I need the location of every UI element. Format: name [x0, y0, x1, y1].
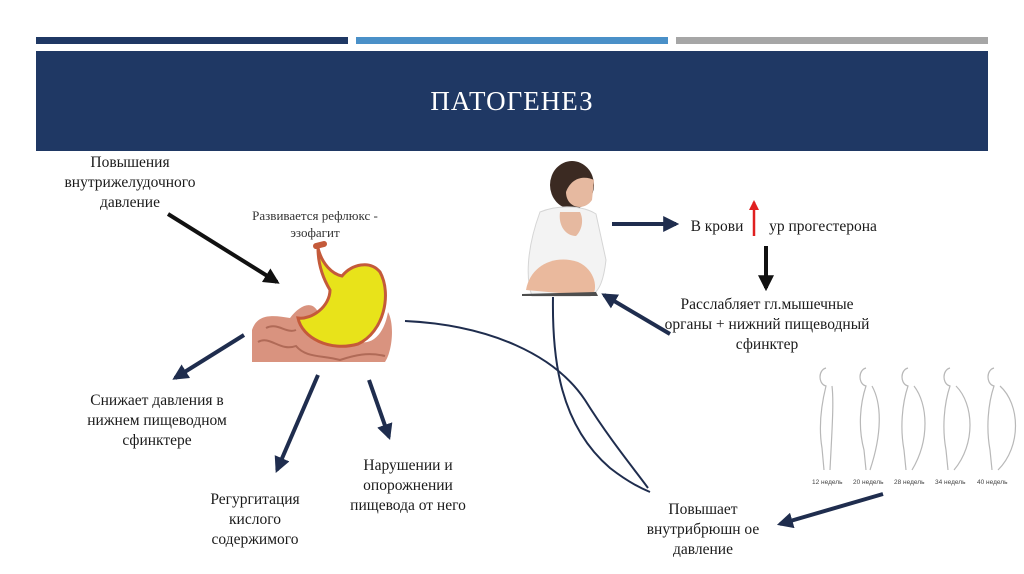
- week-label-40: 40 недель: [977, 479, 1008, 486]
- label-reflux-esophagitis: Развивается рефлюкс - эзофагит: [252, 208, 378, 240]
- top-stripe-gray: [676, 37, 988, 44]
- label-blood-prefix: В крови: [690, 218, 744, 235]
- top-stripe-navy: [36, 37, 348, 44]
- top-stripe-blue: [356, 37, 668, 44]
- arrow-pressure-to-stomach: [166, 212, 280, 284]
- arrow-to-disorders: [367, 379, 393, 441]
- arrow-to-regurgitation: [274, 374, 320, 473]
- title-banner: ПАТОГЕНЕЗ: [36, 51, 988, 151]
- stomach-illustration: [252, 241, 392, 362]
- label-abdominal-pressure: Повышает внутрибрюшн ое давление: [646, 501, 760, 558]
- week-label-20: 20 недель: [853, 479, 884, 486]
- curve-woman-to-abdominal-pressure: [551, 296, 651, 493]
- curve-stomach-to-abdominal-pressure: [404, 320, 649, 489]
- arrow-to-sphincter-pressure: [172, 333, 246, 380]
- week-label-34: 34 недель: [935, 479, 966, 486]
- label-relaxes-muscles: Расслабляет гл.мышечные органы + нижний …: [664, 296, 870, 353]
- label-sphincter-pressure: Снижает давления в нижнем пищеводном сфи…: [87, 392, 227, 449]
- arrow-silhouettes-to-abdominal-pressure: [776, 492, 884, 529]
- label-progesterone-level: ур прогестерона: [769, 218, 877, 235]
- pregnant-woman-photo: [522, 161, 607, 297]
- label-regurgitation: Регургитация кислого содержимого: [210, 491, 300, 548]
- week-label-12: 12 недель: [812, 479, 843, 486]
- pregnancy-week-silhouettes: [819, 367, 1016, 471]
- week-label-28: 28 недель: [894, 479, 925, 486]
- slide-title: ПАТОГЕНЕЗ: [430, 85, 594, 116]
- pregnancy-week-labels: 12 недель 20 недель 28 недель 34 недель …: [812, 479, 1008, 486]
- arrow-relaxes-to-woman: [601, 293, 672, 336]
- label-pressure-increase: Повышения внутрижелудочного давление: [64, 154, 196, 211]
- label-esophagus-disorders: Нарушении и опорожнении пищевода от него: [350, 457, 466, 514]
